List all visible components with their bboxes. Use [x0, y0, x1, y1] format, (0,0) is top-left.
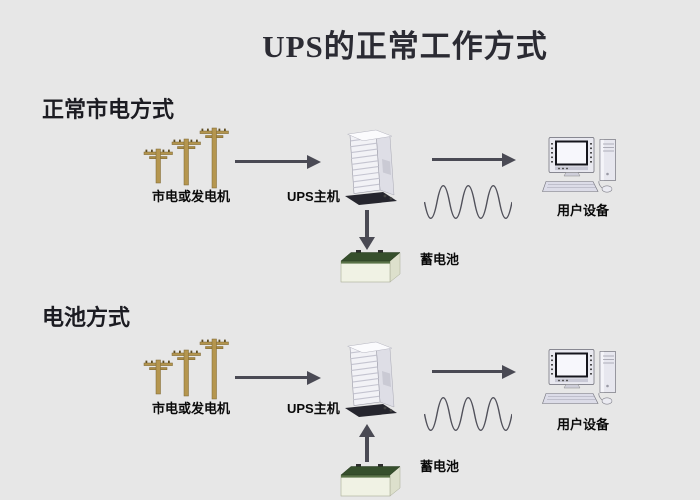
sine-wave-icon [424, 180, 512, 224]
section-normal-mains-mode: 正常市电方式 市电或发电机 UPS主机 用户设备 蓄电池 [0, 88, 700, 298]
battery-label: 蓄电池 [420, 252, 460, 267]
user-device-label: 用户设备 [557, 417, 610, 432]
utility-poles-icon [143, 125, 235, 189]
battery-label: 蓄电池 [420, 459, 460, 474]
ups-tower-icon [333, 126, 413, 210]
desktop-computer-icon [542, 348, 630, 412]
battery-icon [337, 462, 403, 500]
sine-wave-icon [424, 392, 512, 436]
section-battery-mode: 电池方式 市电或发电机 UPS主机 用户设备 蓄电池 [0, 296, 700, 500]
section-heading: 正常市电方式 [42, 97, 175, 122]
arrow-ups-to-device [432, 364, 516, 379]
arrow-ups-to-battery [365, 210, 369, 237]
arrow-source-to-ups [235, 370, 321, 385]
power-source-label: 市电或发电机 [152, 189, 231, 204]
arrow-ups-to-device [432, 152, 516, 167]
battery-icon [337, 248, 403, 286]
arrow-source-to-ups [235, 154, 321, 169]
desktop-computer-icon [542, 136, 630, 200]
arrow-battery-to-ups [365, 437, 369, 462]
ups-label: UPS主机 [287, 401, 340, 416]
power-source-label: 市电或发电机 [152, 401, 231, 416]
section-heading: 电池方式 [42, 305, 131, 330]
utility-poles-icon [143, 336, 235, 400]
page-title: UPS的正常工作方式 [262, 29, 548, 64]
user-device-label: 用户设备 [557, 203, 610, 218]
ups-tower-icon [333, 338, 413, 422]
ups-label: UPS主机 [287, 189, 340, 204]
